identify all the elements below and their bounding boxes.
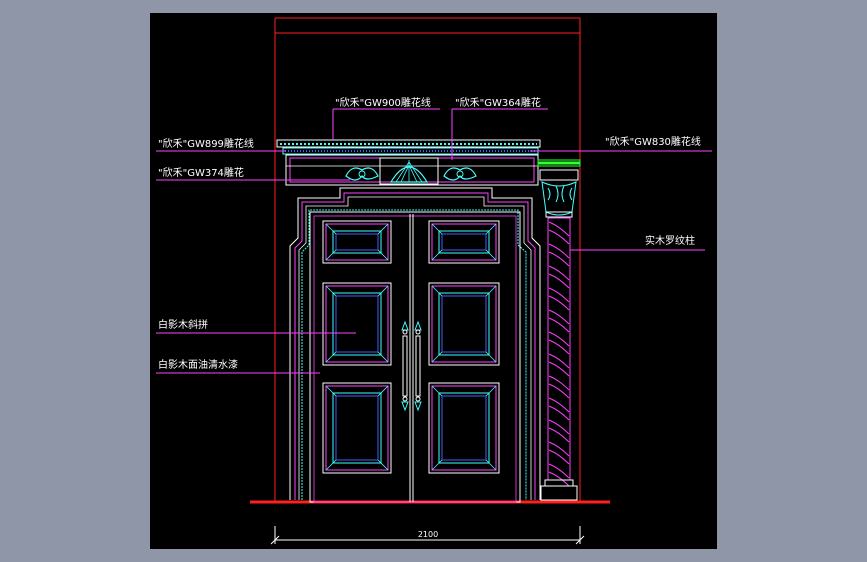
door-panel xyxy=(428,282,500,366)
dimension-label: 2100 xyxy=(418,530,438,539)
label-gw830: "欣禾"GW830雕花线 xyxy=(605,135,701,148)
label-finish: 白影木面油清水漆 xyxy=(158,358,238,371)
door-panel xyxy=(428,382,500,474)
door-panel xyxy=(322,282,392,366)
door-casing xyxy=(289,187,541,500)
door-panel xyxy=(322,382,392,474)
red-opening-frame xyxy=(274,17,581,502)
dimension-line xyxy=(270,526,585,545)
twisted-column xyxy=(537,159,581,501)
door-panel xyxy=(428,220,500,264)
door-leaves xyxy=(309,211,521,503)
label-gw374: "欣禾"GW374雕花 xyxy=(158,166,244,179)
label-gw364: "欣禾"GW364雕花 xyxy=(455,96,541,109)
raised-panels xyxy=(322,220,500,474)
label-gw900: "欣禾"GW900雕花线 xyxy=(335,96,431,109)
shell-carving xyxy=(379,157,439,185)
cad-drawing-canvas: 2100 "欣禾"GW900雕花线 "欣禾"GW364雕花 "欣禾"GW899雕… xyxy=(150,13,717,549)
label-gw899: "欣禾"GW899雕花线 xyxy=(158,137,254,150)
label-panel: 白影木斜拼 xyxy=(158,318,208,331)
door-panel xyxy=(322,220,392,264)
right-rosette-carving xyxy=(443,167,477,181)
left-rosette-carving xyxy=(345,167,379,181)
door-elevation-drawing: 2100 "欣禾"GW900雕花线 "欣禾"GW364雕花 "欣禾"GW899雕… xyxy=(156,17,712,545)
label-column: 实木罗纹柱 xyxy=(645,234,695,247)
leader-lines xyxy=(156,108,712,374)
door-handles xyxy=(401,320,422,412)
